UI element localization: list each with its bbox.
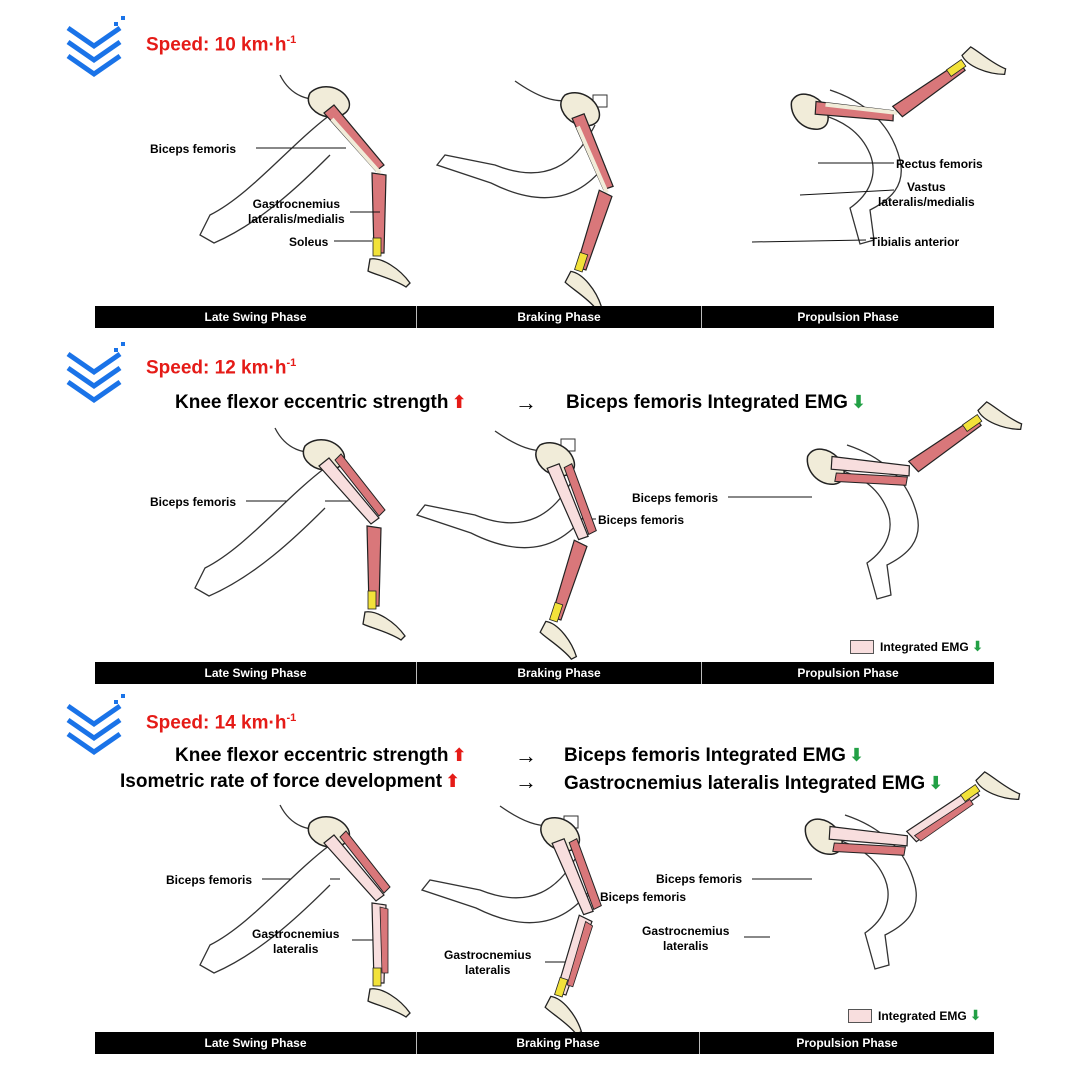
emg-legend: Integrated EMG ⬇	[850, 638, 983, 655]
relation-left: Knee flexor eccentric strength⬆	[175, 392, 467, 413]
up-arrow-icon: ⬆	[451, 745, 467, 765]
muscle-label: Biceps femoris	[598, 513, 685, 527]
phase-label: Braking Phase	[416, 662, 701, 684]
phase-label: Late Swing Phase	[204, 666, 307, 680]
runner-figure-late-swing	[199, 804, 411, 1018]
runner-figure-propulsion	[800, 343, 1025, 600]
down-arrow-icon: ⬇	[971, 638, 984, 654]
relation-left: Isometric rate of force development⬆	[120, 771, 461, 792]
emg-legend: Integrated EMG ⬇	[848, 1007, 981, 1024]
up-arrow-icon: ⬆	[451, 392, 467, 412]
runner-figure-late-swing	[194, 427, 406, 641]
speed-title: Speed: 14 km·h-1	[146, 712, 297, 734]
phase-label: Propulsion Phase	[699, 1032, 994, 1054]
runner-figure-late-swing	[199, 74, 412, 289]
phase-label: Late Swing Phase	[204, 1036, 307, 1050]
up-arrow-icon: ⬆	[445, 771, 461, 791]
chevron-icon	[66, 348, 126, 404]
phase-bar: Late Swing Phase Braking Phase Propulsio…	[95, 306, 994, 328]
muscle-label: Gastrocnemius lateralis	[444, 948, 532, 977]
right-arrow-icon: →	[515, 743, 537, 768]
runner-figure-propulsion	[798, 713, 1023, 970]
runner-figure-braking	[436, 80, 665, 313]
runner-figure-braking	[416, 430, 638, 662]
speed-title: Speed: 12 km·h-1	[146, 357, 297, 379]
chevron-icon	[66, 700, 126, 756]
right-arrow-icon: →	[515, 390, 537, 415]
relation-right: Biceps femoris Integrated EMG⬇	[564, 745, 864, 766]
phase-bar: Late Swing Phase Braking Phase Propulsio…	[95, 662, 994, 684]
relation-left: Knee flexor eccentric strength⬆	[175, 745, 467, 766]
legend-swatch	[848, 1008, 872, 1023]
down-arrow-icon: ⬇	[848, 745, 864, 765]
muscle-label: Gastrocnemius lateralis	[252, 927, 340, 956]
phase-label: Braking Phase	[416, 1032, 699, 1054]
muscle-label: Biceps femoris	[656, 872, 743, 886]
muscle-label: Rectus femoris	[896, 157, 983, 171]
runner-figure-braking	[421, 805, 643, 1037]
muscle-label: Biceps femoris	[166, 873, 253, 887]
muscle-label: Gastrocnemius lateralis	[642, 924, 730, 953]
legend-swatch	[850, 639, 874, 654]
muscle-label: Biceps femoris	[600, 890, 687, 904]
speed-title: Speed: 10 km·h-1	[146, 34, 297, 56]
down-arrow-icon: ⬇	[969, 1007, 982, 1023]
muscle-label: Gastrocnemius lateralis/medialis	[248, 197, 345, 226]
muscle-label: Biceps femoris	[150, 142, 237, 156]
phase-label: Propulsion Phase	[701, 306, 994, 328]
muscle-label: Soleus	[289, 235, 329, 249]
down-arrow-icon: ⬇	[850, 392, 866, 412]
phase-bar: Late Swing Phase Braking Phase Propulsio…	[95, 1032, 994, 1054]
muscle-label: Biceps femoris	[632, 491, 719, 505]
phase-label: Braking Phase	[416, 306, 701, 328]
right-arrow-icon: →	[515, 769, 537, 794]
phase-label: Late Swing Phase	[204, 310, 307, 324]
down-arrow-icon: ⬇	[928, 773, 944, 793]
relation-right: Biceps femoris Integrated EMG⬇	[566, 392, 866, 413]
muscle-label: Tibialis anterior	[870, 235, 960, 249]
muscle-label: Biceps femoris	[150, 495, 237, 509]
phase-label: Propulsion Phase	[701, 662, 994, 684]
relation-right: Gastrocnemius lateralis Integrated EMG⬇	[564, 773, 944, 794]
muscle-label: Vastus lateralis/medialis	[878, 180, 975, 209]
